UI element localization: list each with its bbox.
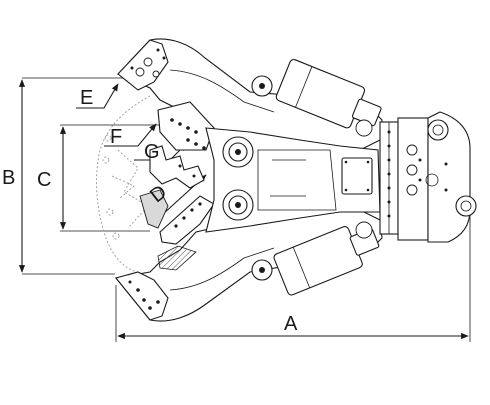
label-e: E [80, 87, 93, 109]
crushing-wedge [139, 189, 169, 229]
upper-cylinder [275, 58, 382, 129]
upper-teeth [149, 145, 205, 189]
upper-blade-plate [157, 101, 215, 151]
label-a: A [284, 313, 298, 335]
lower-wear-plate [157, 245, 197, 271]
motor-block [397, 117, 429, 241]
label-c: C [37, 169, 51, 191]
open-jaw-ghost-outline [96, 95, 151, 273]
leader-f [104, 123, 157, 147]
label-b: B [2, 167, 15, 189]
label-g: G [144, 141, 160, 163]
label-f: F [110, 126, 122, 148]
upper-tip-bolt-3 [152, 70, 160, 78]
lower-jaw-tip [115, 271, 169, 321]
lower-cylinder [273, 226, 380, 296]
upper-cylinder-rod-end [355, 119, 373, 137]
rotation-bearing [379, 117, 429, 241]
upper-jaw-tip [117, 39, 169, 91]
lower-cylinder-rod-end [355, 221, 373, 239]
lower-jaw [114, 189, 383, 322]
central-housing [205, 127, 381, 233]
lower-teeth-plate [159, 195, 215, 245]
valve-cover [341, 157, 373, 195]
lower-mount-pin [455, 195, 477, 217]
mounting-bracket [425, 111, 477, 243]
upper-mount-pin [427, 119, 449, 141]
upper-jaw [117, 38, 383, 189]
upper-tip-bolt-1 [143, 57, 153, 67]
leader-e [76, 83, 119, 109]
upper-tip-bolt-2 [135, 67, 145, 77]
